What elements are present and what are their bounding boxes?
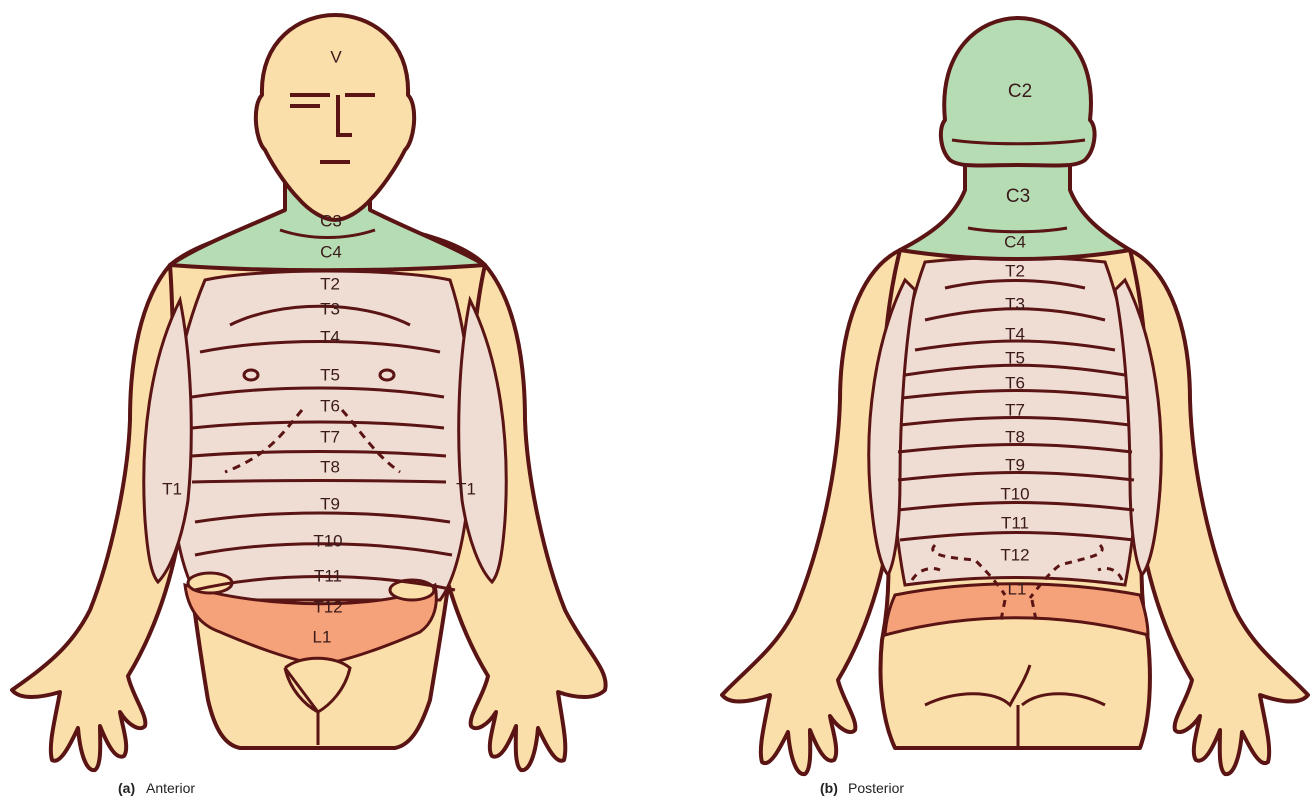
posterior-label-t6: T6 [1005,373,1025,392]
posterior-label-c4: C4 [1004,232,1026,251]
anterior-label-l1: L1 [313,627,332,646]
anterior-label-c4: C4 [320,242,342,261]
anterior-label-c3: C3 [320,211,342,230]
posterior-caption-text: Posterior [848,780,904,796]
anterior-label-t3: T3 [320,299,340,318]
anterior-label-t5: T5 [320,365,340,384]
posterior-label-t10: T10 [1000,484,1029,503]
anterior-left-nipple [244,370,258,380]
posterior-label-t9: T9 [1005,455,1025,474]
anterior-label-t9: T9 [320,494,340,513]
posterior-label-t2: T2 [1005,261,1025,280]
posterior-caption: (b) Posterior [820,780,904,796]
anterior-head [256,15,414,220]
anterior-label-t6: T6 [320,396,340,415]
anterior-right-nipple [380,370,394,380]
anterior-label-t8: T8 [320,457,340,476]
posterior-label-t12: T12 [1000,545,1029,564]
anterior-label-t12: T12 [313,597,342,616]
anterior-label-t1-right: T1 [456,479,476,498]
anterior-caption-letter: (a) [118,780,135,796]
posterior-label-t7: T7 [1005,400,1025,419]
posterior-label-t8: T8 [1005,427,1025,446]
anterior-label-t11: T11 [314,566,342,585]
posterior-label-t4: T4 [1005,324,1025,343]
posterior-figure [722,18,1308,774]
posterior-caption-letter: (b) [820,780,838,796]
posterior-label-c2: C2 [1008,81,1032,102]
anterior-label-t1-left: T1 [162,479,182,498]
anterior-figure [12,15,606,770]
anterior-label-t10: T10 [313,531,342,550]
posterior-label-c3: C3 [1006,186,1030,207]
anterior-label-t2: T2 [320,274,340,293]
posterior-label-t5: T5 [1005,348,1025,367]
anterior-label-v: V [330,47,342,66]
posterior-label-t3: T3 [1005,294,1025,313]
anterior-caption: (a) Anterior [118,780,195,796]
anterior-caption-text: Anterior [146,780,195,796]
posterior-label-l1: L1 [1008,579,1027,598]
anterior-label-t7: T7 [320,427,340,446]
anterior-label-t4: T4 [320,327,340,346]
posterior-label-t11: T11 [1001,513,1029,532]
